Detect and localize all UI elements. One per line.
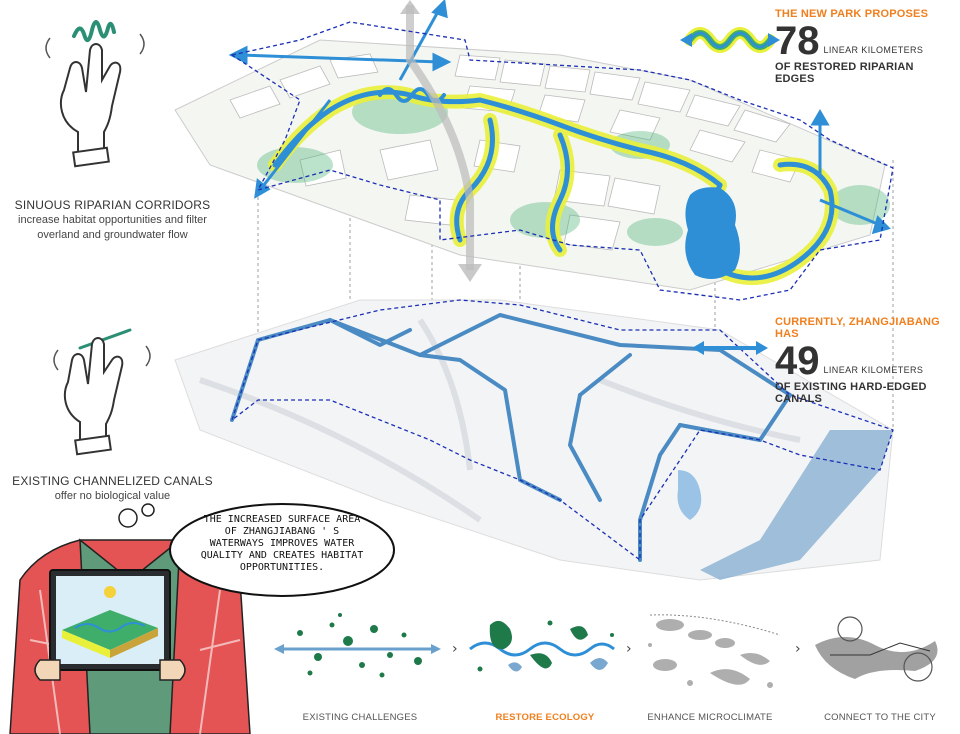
gesture-title: EXISTING CHANNELIZED CANALS xyxy=(12,474,213,488)
proposed-layer xyxy=(174,0,894,301)
sinuous-river-icon xyxy=(680,27,780,53)
speech-bubble: THE INCREASED SURFACE AREA OF ZHANGJIABA… xyxy=(158,500,398,602)
step-existing-challenges: EXISTING CHALLENGES xyxy=(302,712,418,723)
step-enhance-microclimate: ENHANCE MICROCLIMATE xyxy=(647,712,773,723)
restore-ecology-icon xyxy=(469,620,615,672)
proposed-headline: THE NEW PARK PROPOSES xyxy=(775,8,929,20)
existing-layer xyxy=(174,299,894,581)
proposed-stat: THE NEW PARK PROPOSES 78 LINEAR KILOMETE… xyxy=(775,8,955,85)
process-icons: › › › xyxy=(274,613,938,688)
proposed-value: 78 xyxy=(775,19,820,63)
svg-text:›: › xyxy=(795,641,801,657)
process-steps: EXISTING CHALLENGES RESTORE ECOLOGY ENHA… xyxy=(270,712,960,728)
current-stat: CURRENTLY, ZHANGJIABANG HAS 49 LINEAR KI… xyxy=(775,316,955,405)
bubble-outline xyxy=(169,503,395,597)
gesture-caption-channelized: EXISTING CHANNELIZED CANALS offer no bio… xyxy=(0,474,225,504)
step-restore-ecology: RESTORE ECOLOGY xyxy=(495,712,595,723)
hand-gesture-sinuous-icon xyxy=(45,20,145,168)
straight-canal-icon xyxy=(692,341,768,355)
gesture-panel-bottom xyxy=(40,310,190,460)
enhance-microclimate-icon xyxy=(648,614,781,688)
gesture-desc-line: offer no biological value xyxy=(54,490,171,502)
svg-text:›: › xyxy=(452,641,458,657)
hand-gesture-straight-icon xyxy=(53,328,151,456)
gesture-desc-line: increase habitat opportunities and filte… xyxy=(18,214,207,226)
proposed-unit: LINEAR KILOMETERS xyxy=(823,45,924,55)
current-unit: LINEAR KILOMETERS xyxy=(823,365,924,375)
gesture-caption-sinuous: SINUOUS RIPARIAN CORRIDORS increase habi… xyxy=(0,198,225,243)
current-tail: OF EXISTING HARD-EDGED CANALS xyxy=(775,381,927,405)
gesture-desc-line: overland and groundwater flow xyxy=(37,229,188,241)
gesture-title: SINUOUS RIPARIAN CORRIDORS xyxy=(14,198,211,212)
step-connect-to-city: CONNECT TO THE CITY xyxy=(824,712,936,723)
connect-to-city-icon xyxy=(815,616,938,682)
current-value: 49 xyxy=(775,339,820,383)
svg-text:›: › xyxy=(626,641,632,657)
proposed-tail: OF RESTORED RIPARIAN EDGES xyxy=(775,61,914,85)
current-headline: CURRENTLY, ZHANGJIABANG HAS xyxy=(775,316,940,340)
bubble-text: THE INCREASED SURFACE AREA OF ZHANGJIABA… xyxy=(200,514,364,573)
person-illustration xyxy=(9,503,251,734)
gesture-panel-top xyxy=(30,10,190,175)
existing-challenges-icon xyxy=(274,613,441,678)
